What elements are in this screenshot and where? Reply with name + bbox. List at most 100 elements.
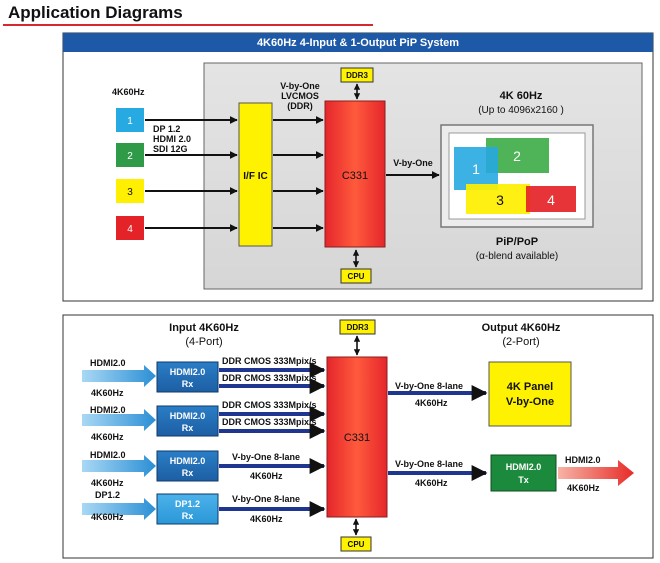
output-link-label: V-by-One 8-lane: [395, 459, 463, 469]
link-label-lvcmos: LVCMOS: [281, 91, 319, 101]
diagram1-banner-text: 4K60Hz 4-Input & 1-Output PiP System: [257, 37, 459, 49]
pip-caption: PiP/PoP: [496, 236, 538, 248]
interface-sdi: SDI 12G: [153, 144, 188, 154]
output-heading-ports: (2-Port): [502, 336, 539, 348]
svg-text:1: 1: [127, 116, 133, 127]
input-port-label: HDMI2.0: [90, 450, 126, 460]
display-title: 4K 60Hz: [500, 90, 543, 102]
hdmi-tx-block: [490, 454, 557, 492]
link-rate-label: 4K60Hz: [250, 471, 283, 481]
page-title: Application Diagrams: [8, 3, 183, 22]
output-row-1: V-by-One 8-lane 4K60Hz 4K Panel V-by-One: [388, 361, 572, 427]
input-port-arrow: [82, 365, 156, 387]
input-port-arrow: [82, 455, 156, 477]
hdmi-rx-block: [156, 405, 219, 437]
svg-text:1: 1: [472, 161, 480, 177]
rx-sub-label: Rx: [182, 511, 194, 521]
input-row-1: HDMI2.0 4K60Hz HDMI2.0 Rx DDR CMOS 333Mp…: [82, 356, 326, 398]
c331-label: C331: [342, 170, 368, 182]
output-link-label: V-by-One 8-lane: [395, 381, 463, 391]
link-label-ddr: (DDR): [287, 101, 313, 111]
input-row-2: HDMI2.0 4K60Hz HDMI2.0 Rx DDR CMOS 333Mp…: [82, 400, 326, 442]
svg-text:2: 2: [513, 148, 521, 164]
dp-rx-block: [156, 493, 219, 525]
input-arrows: [145, 116, 238, 232]
input-heading-ports: (4-Port): [185, 336, 222, 348]
link-label: DDR CMOS 333Mpix/s: [222, 417, 317, 427]
svg-text:4: 4: [547, 192, 555, 208]
output-link-label: V-by-One: [393, 158, 433, 168]
svg-text:4: 4: [127, 224, 133, 235]
pip-window-4: 4: [526, 186, 576, 212]
link-label-vbyone: V-by-One: [280, 81, 320, 91]
cpu-label: CPU: [348, 272, 365, 281]
input-port-rate: 4K60Hz: [91, 388, 124, 398]
input-port-arrow: [82, 498, 156, 520]
link-label: V-by-One 8-lane: [232, 452, 300, 462]
diagram1-banner: [63, 33, 653, 52]
input-port-label: HDMI2.0: [90, 405, 126, 415]
ddr3-label: DDR3: [346, 71, 368, 80]
d2-c331-chip: [326, 356, 388, 518]
d2-c331-label: C331: [344, 432, 370, 444]
input-port-rate: 4K60Hz: [91, 512, 124, 522]
tx-sub-label: Tx: [518, 475, 529, 485]
io-port-diagram: Input 4K60Hz (4-Port) Output 4K60Hz (2-P…: [62, 314, 654, 559]
pip-window-3: 3: [466, 184, 530, 214]
link-label: DDR CMOS 333Mpix/s: [222, 356, 317, 366]
display-subtitle: (Up to 4096x2160 ): [478, 105, 564, 116]
d2-cpu-label: CPU: [348, 540, 365, 549]
cpu-block: [340, 268, 372, 284]
panel-sub-label: V-by-One: [506, 396, 554, 408]
rx-sub-label: Rx: [182, 379, 194, 389]
pip-system-diagram: 4K60Hz 4-Input & 1-Output PiP System 4K6…: [62, 32, 654, 302]
panel-label: 4K Panel: [507, 381, 553, 393]
output-row-2: V-by-One 8-lane 4K60Hz HDMI2.0 Tx HDMI2.…: [388, 454, 634, 493]
rx-sub-label: Rx: [182, 468, 194, 478]
output-port-rate: 4K60Hz: [567, 483, 600, 493]
d2-cpu-block: [340, 536, 372, 552]
link-arrows: [273, 116, 324, 232]
input-port-label: DP1.2: [95, 490, 120, 500]
input-block-4: 4: [116, 216, 144, 240]
output-heading: Output 4K60Hz: [482, 322, 561, 334]
if-ic-label: I/F IC: [243, 171, 267, 182]
link-rate-label: 4K60Hz: [250, 514, 283, 524]
interface-hdmi: HDMI 2.0: [153, 134, 191, 144]
input-port-label: HDMI2.0: [90, 358, 126, 368]
rx-label: HDMI2.0: [170, 367, 206, 377]
tx-label: HDMI2.0: [506, 462, 542, 472]
input-row-3: HDMI2.0 4K60Hz HDMI2.0 Rx V-by-One 8-lan…: [82, 450, 326, 488]
input-block-3: 3: [116, 179, 144, 203]
pip-window-1: 1: [454, 147, 498, 190]
rx-label: DP1.2: [175, 499, 200, 509]
ddr3-block: [340, 67, 374, 83]
output-port-label: HDMI2.0: [565, 455, 601, 465]
svg-text:3: 3: [127, 187, 133, 198]
svg-text:3: 3: [496, 192, 504, 208]
d2-ddr3-label: DDR3: [347, 323, 369, 332]
link-label: V-by-One 8-lane: [232, 494, 300, 504]
link-label: DDR CMOS 333Mpix/s: [222, 400, 317, 410]
link-label: DDR CMOS 333Mpix/s: [222, 373, 317, 383]
c331-chip: [324, 100, 386, 248]
input-port-rate: 4K60Hz: [91, 478, 124, 488]
if-ic-block: [238, 102, 273, 247]
output-link-rate: 4K60Hz: [415, 478, 448, 488]
panel-block: [488, 361, 572, 427]
rx-sub-label: Rx: [182, 423, 194, 433]
rx-label: HDMI2.0: [170, 411, 206, 421]
hdmi-output-arrow: [558, 460, 634, 486]
input-row-4: DP1.2 4K60Hz DP1.2 Rx V-by-One 8-lane 4K…: [82, 490, 326, 525]
hdmi-rx-block: [156, 361, 219, 393]
hdmi-rx-block: [156, 450, 219, 482]
title-underline: [3, 24, 373, 26]
input-heading: Input 4K60Hz: [169, 322, 239, 334]
pip-caption-sub: (α-blend available): [476, 251, 559, 262]
input-port-rate: 4K60Hz: [91, 432, 124, 442]
rx-label: HDMI2.0: [170, 456, 206, 466]
d2-ddr3-block: [339, 319, 376, 335]
input-port-arrow: [82, 409, 156, 431]
input-block-2: 2: [116, 143, 144, 167]
